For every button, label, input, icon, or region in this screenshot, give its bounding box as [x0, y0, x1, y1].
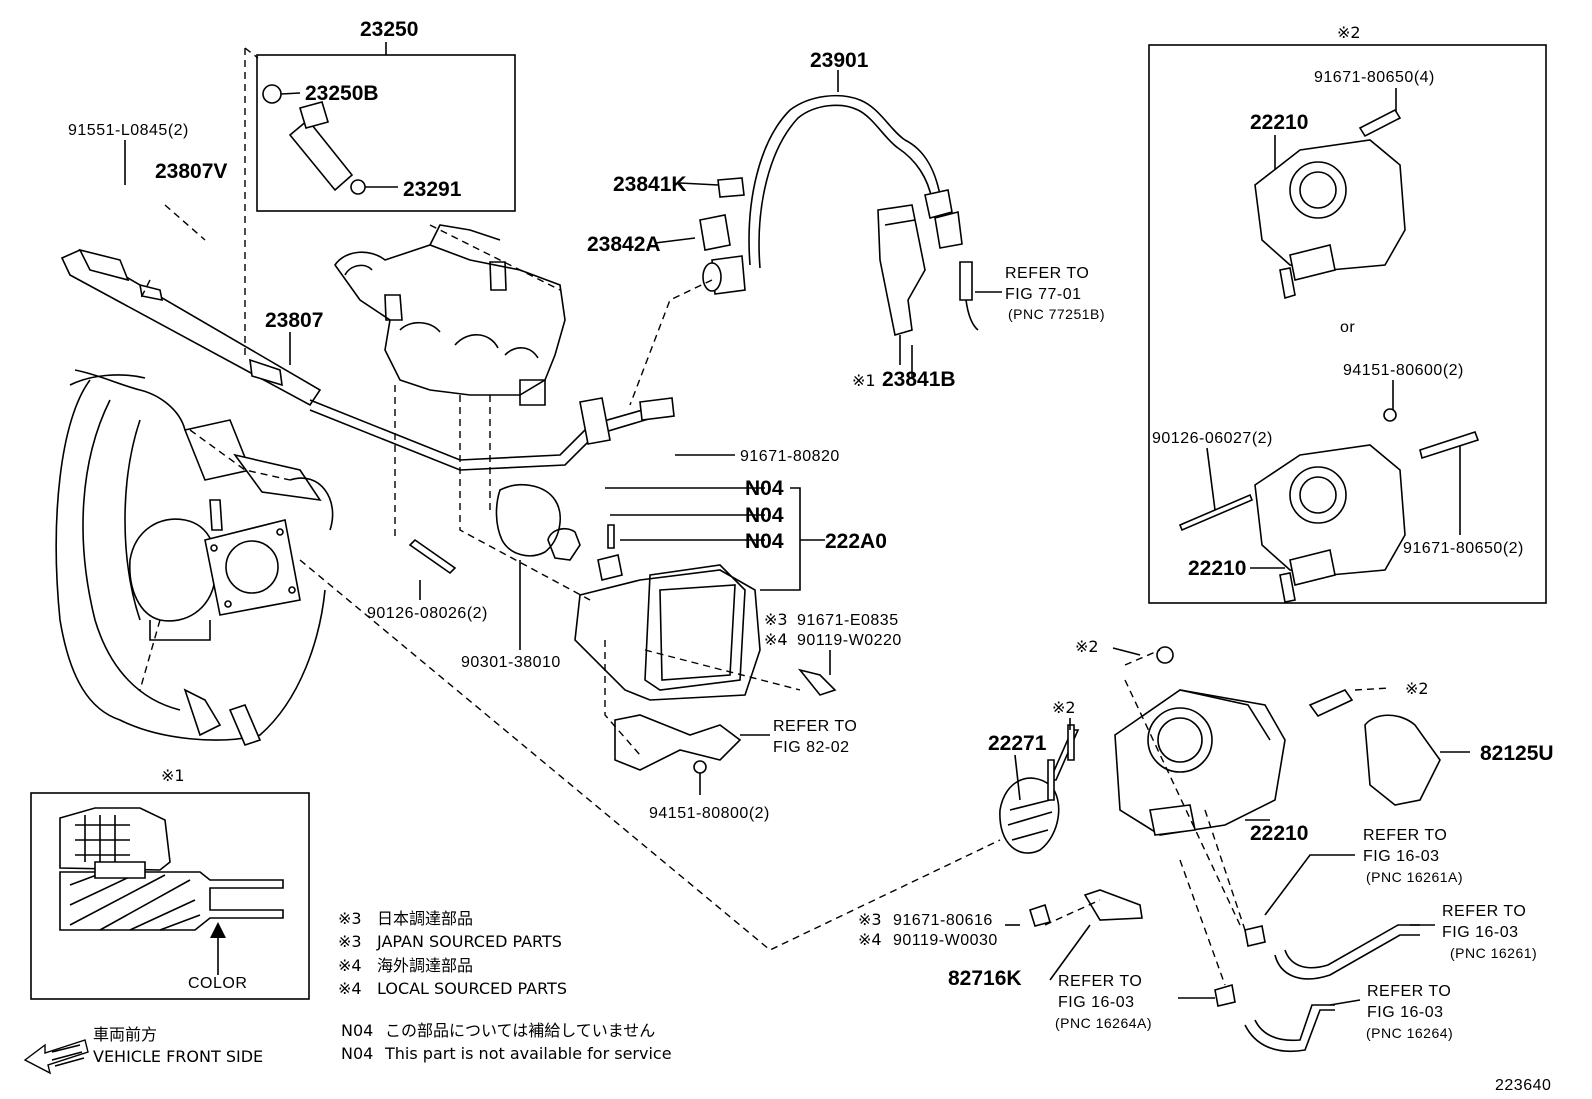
- label-mark2-c: ※2: [1405, 679, 1429, 698]
- label-mark4-b: ※4: [858, 930, 882, 949]
- label-refer-16a-l1: REFER TO: [1363, 827, 1447, 844]
- label-n04-2: N04: [745, 504, 784, 527]
- label-n04-3: N04: [745, 530, 784, 553]
- label-90119-w0030: 90119-W0030: [893, 932, 998, 949]
- label-22210-top: 22210: [1250, 111, 1308, 134]
- note-3-mark: ※4: [338, 956, 362, 975]
- alternative-throttle-box: [1148, 44, 1547, 604]
- front-label-en: VEHICLE FRONT SIDE: [93, 1047, 263, 1066]
- note-5-code: N04: [341, 1021, 373, 1040]
- label-refer-77-l2: FIG 77-01: [1005, 286, 1082, 303]
- label-refer-16b-l2: FIG 16-03: [1442, 924, 1519, 941]
- label-91551: 91551-L0845(2): [68, 122, 189, 139]
- label-22210-mid: 22210: [1188, 557, 1246, 580]
- label-91671-80650-4: 91671-80650(4): [1314, 69, 1435, 86]
- label-mark2-a: ※2: [1075, 637, 1099, 656]
- leader-lines: [124, 42, 1470, 1006]
- connector-drawing: [877, 204, 979, 365]
- note-3-text: 海外調達部品: [377, 956, 473, 975]
- label-23901: 23901: [810, 49, 869, 72]
- label-23807: 23807: [265, 309, 323, 332]
- label-refer-77-l3: (PNC 77251B): [1008, 306, 1105, 322]
- color-detail-box: [30, 792, 310, 1000]
- fuel-delivery-pipe: [60, 248, 675, 471]
- label-23841b-mark: ※1: [852, 371, 876, 390]
- label-91671-e0835: 91671-E0835: [797, 612, 899, 629]
- label-23250: 23250: [360, 18, 418, 41]
- label-22210-bot: 22210: [1250, 822, 1308, 845]
- note-6-text: This part is not available for service: [384, 1044, 672, 1063]
- label-box1-mark: ※1: [161, 766, 185, 785]
- label-91671-80616: 91671-80616: [893, 912, 993, 929]
- note-4-mark: ※4: [338, 979, 362, 998]
- legend-notes: ※3 日本調達部品 ※3 JAPAN SOURCED PARTS ※4 海外調達…: [338, 909, 672, 1063]
- label-23841k: 23841K: [613, 173, 687, 196]
- label-refer-82-l2: FIG 82-02: [773, 739, 850, 756]
- throttle-body-lower: [999, 646, 1441, 1052]
- label-refer-16c-l2: FIG 16-03: [1058, 994, 1135, 1011]
- label-90126-08026: 90126-08026(2): [367, 605, 488, 622]
- label-94151-80800: 94151-80800(2): [649, 805, 770, 822]
- label-mark3-b: ※3: [858, 910, 882, 929]
- engine-block-drawing: [334, 224, 566, 406]
- part-labels: 23250 23250B 23291 91551-L0845(2) 23807V…: [68, 18, 1554, 1041]
- label-23842a: 23842A: [587, 233, 661, 256]
- front-arrow-icon: [23, 1039, 89, 1075]
- label-refer-16a-l3: (PNC 16261A): [1366, 869, 1463, 885]
- label-refer-16b-l3: (PNC 16261): [1450, 945, 1537, 961]
- label-refer-82-l1: REFER TO: [773, 718, 857, 735]
- label-mark2-b: ※2: [1052, 698, 1076, 717]
- label-refer-16d-l2: FIG 16-03: [1367, 1004, 1444, 1021]
- label-refer-77-l1: REFER TO: [1005, 265, 1089, 282]
- label-color: COLOR: [188, 975, 247, 992]
- label-mark3-a: ※3: [764, 610, 788, 629]
- note-6-code: N04: [341, 1044, 373, 1063]
- label-90126-06027: 90126-06027(2): [1152, 430, 1273, 447]
- label-box2-mark: ※2: [1337, 23, 1361, 42]
- label-mark4-a: ※4: [764, 630, 788, 649]
- label-or: or: [1340, 319, 1355, 336]
- label-refer-16c-l3: (PNC 16264A): [1055, 1015, 1152, 1031]
- label-refer-16d-l3: (PNC 16264): [1366, 1025, 1453, 1041]
- label-82125u: 82125U: [1480, 742, 1554, 765]
- footer: 車両前方 VEHICLE FRONT SIDE 223640: [93, 1025, 1551, 1094]
- leader-dashes: [139, 47, 1391, 986]
- label-91671-80820: 91671-80820: [740, 448, 840, 465]
- label-23807v: 23807V: [155, 160, 227, 183]
- figure-number: 223640: [1495, 1077, 1551, 1094]
- note-2-mark: ※3: [338, 932, 362, 951]
- label-82716k: 82716K: [948, 967, 1022, 990]
- label-222a0: 222A0: [825, 530, 887, 553]
- label-91671-80650-2: 91671-80650(2): [1403, 540, 1524, 557]
- label-refer-16d-l1: REFER TO: [1367, 983, 1451, 1000]
- label-22271: 22271: [988, 732, 1047, 755]
- note-1-text: 日本調達部品: [377, 909, 473, 928]
- note-5-text: この部品については補給していません: [385, 1021, 655, 1040]
- note-4-text: LOCAL SOURCED PARTS: [377, 979, 567, 998]
- label-refer-16a-l2: FIG 16-03: [1363, 848, 1440, 865]
- label-23841b: 23841B: [882, 368, 956, 391]
- label-n04-1: N04: [745, 477, 784, 500]
- label-94151-80600: 94151-80600(2): [1343, 362, 1464, 379]
- front-label-jp: 車両前方: [93, 1025, 157, 1044]
- note-2-text: JAPAN SOURCED PARTS: [376, 932, 562, 951]
- injector-box: [256, 54, 516, 212]
- label-23250b: 23250B: [305, 82, 379, 105]
- intake-manifold-drawing: [55, 369, 334, 746]
- throttle-motor-drawing: [408, 484, 837, 774]
- label-23291: 23291: [403, 178, 462, 201]
- label-refer-16b-l1: REFER TO: [1442, 903, 1526, 920]
- label-refer-16c-l1: REFER TO: [1058, 973, 1142, 990]
- fuel-hose-drawing: [699, 94, 963, 295]
- label-90119-w0220: 90119-W0220: [797, 632, 902, 649]
- note-1-mark: ※3: [338, 909, 362, 928]
- label-90301: 90301-38010: [461, 654, 561, 671]
